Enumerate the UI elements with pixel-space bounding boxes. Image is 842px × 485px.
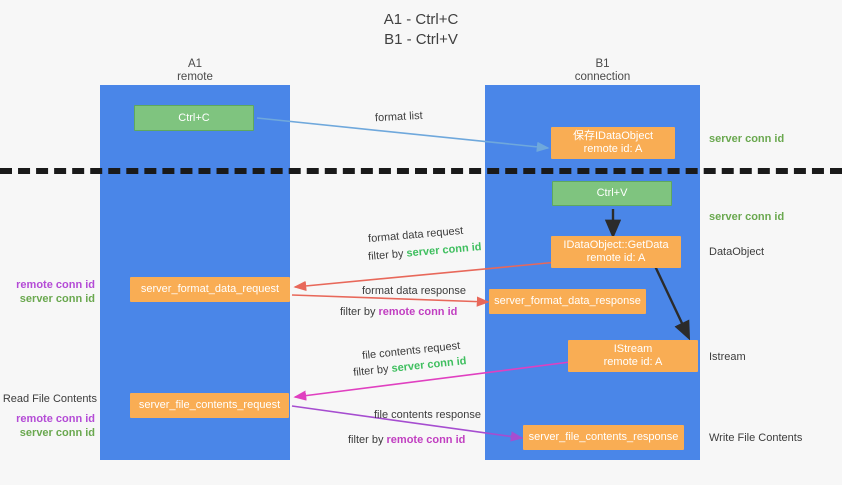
box-istream-label: IStream remote id: A: [603, 343, 663, 368]
label-conn-pair-bottom: remote conn id server conn id: [0, 412, 95, 440]
edge-label-file-contents-response-filter: filter by remote conn id: [348, 433, 465, 448]
box-save-idataobject[interactable]: 保存IDataObject remote id: A: [551, 127, 675, 159]
edge-filter-prefix-2: filter by: [340, 306, 379, 318]
box-server-format-data-response[interactable]: server_format_data_response: [489, 289, 646, 314]
edge-label-file-contents-response: file contents response: [374, 409, 482, 421]
edge-label-format-data-response-filter: filter by remote conn id: [340, 305, 457, 320]
label-conn-pair-top-remote: remote conn id: [16, 279, 95, 291]
box-server-file-contents-request[interactable]: server_file_contents_request: [130, 393, 289, 418]
edge-filter-value-2: remote conn id: [378, 306, 458, 318]
label-server-conn-id-top: server conn id: [709, 133, 785, 145]
lane-b1-name: B1: [595, 58, 610, 70]
box-server-file-contents-response-label: server_file_contents_response: [528, 431, 679, 443]
box-save-idataobject-label: 保存IDataObject remote id: A: [572, 130, 654, 155]
phase-divider: [0, 168, 842, 174]
box-ctrl-v[interactable]: Ctrl+V: [552, 181, 672, 206]
lane-a1-name: A1: [187, 58, 203, 70]
lane-header-b1: B1 connection: [540, 58, 665, 84]
box-ctrl-c-label: Ctrl+C: [178, 111, 210, 124]
page-title: A1 - Ctrl+C B1 - Ctrl+V: [0, 10, 842, 50]
box-idataobject-getdata[interactable]: IDataObject::GetData remote id: A: [551, 236, 681, 268]
label-write-file-contents: Write File Contents: [709, 432, 803, 444]
edge-filter-value-4: remote conn id: [386, 434, 466, 446]
edge-label-format-list: format list: [374, 109, 423, 125]
box-server-format-data-request[interactable]: server_format_data_request: [130, 277, 290, 302]
edge-filter-prefix-1: filter by: [367, 247, 408, 263]
label-dataobject: DataObject: [709, 246, 765, 258]
edge-filter-prefix-3: filter by: [352, 362, 393, 379]
box-ctrl-c[interactable]: Ctrl+C: [134, 105, 254, 131]
box-idataobject-getdata-label: IDataObject::GetData remote id: A: [563, 239, 669, 264]
lane-a1-sub: remote: [177, 71, 213, 83]
label-conn-pair-bottom-server: server conn id: [19, 427, 95, 439]
label-server-conn-id-second: server conn id: [709, 211, 785, 223]
title-line-2: B1 - Ctrl+V: [384, 31, 458, 48]
edge-filter-value-1: server conn id: [406, 241, 482, 260]
label-conn-pair-bottom-remote: remote conn id: [16, 413, 95, 425]
lane-header-a1: A1 remote: [140, 58, 250, 84]
lane-b1-sub: connection: [574, 71, 631, 83]
label-conn-pair-top: remote conn id server conn id: [0, 278, 95, 306]
edge-filter-prefix-4: filter by: [348, 434, 387, 446]
label-conn-pair-top-server: server conn id: [19, 293, 95, 305]
title-line-1: A1 - Ctrl+C: [383, 11, 459, 28]
box-server-file-contents-response[interactable]: server_file_contents_response: [523, 425, 684, 450]
box-server-file-contents-request-label: server_file_contents_request: [138, 399, 281, 411]
box-server-format-data-response-label: server_format_data_response: [494, 295, 641, 307]
box-istream[interactable]: IStream remote id: A: [568, 340, 698, 372]
box-server-format-data-request-label: server_format_data_request: [140, 283, 280, 295]
edge-label-format-data-response: format data response: [362, 285, 466, 297]
label-istream: Istream: [709, 351, 746, 363]
box-ctrl-v-label: Ctrl+V: [596, 187, 628, 199]
label-read-file-contents: Read File Contents: [2, 393, 97, 405]
